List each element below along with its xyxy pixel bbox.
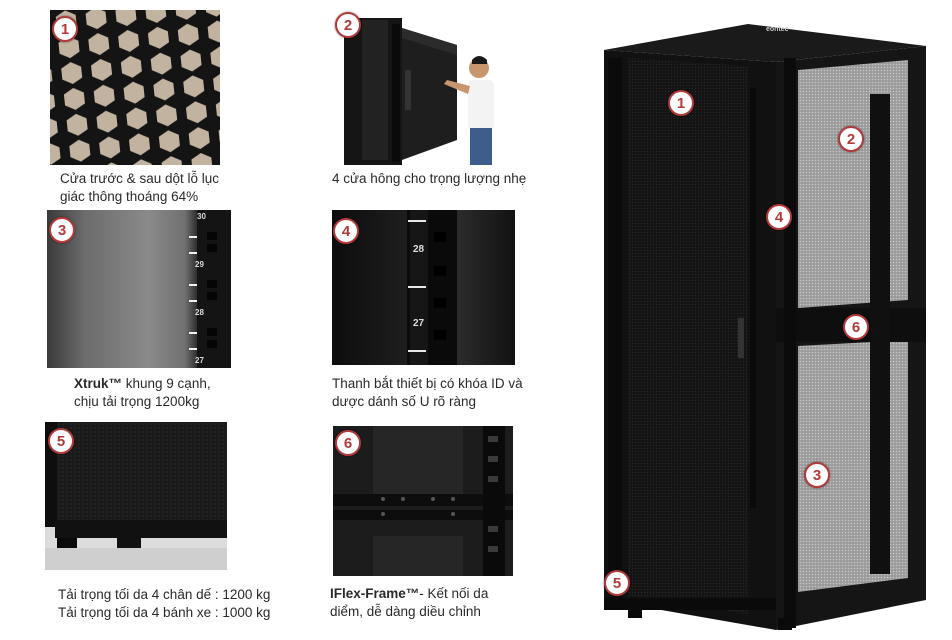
caption-4-line-1: Thanh bắt thiết bị có khóa ID và (332, 376, 523, 391)
brand-logo: eontec (766, 26, 789, 33)
rail-closeup-4 (407, 210, 457, 365)
caption-6: IFlex-Frame™- Kết nối da diểm, dễ dàng d… (330, 585, 488, 621)
cabinet-base-illustration (45, 422, 227, 570)
caption-3-line-2: chịu tải trọng 1200kg (74, 394, 200, 409)
rail-number-28: 28 (195, 308, 204, 317)
rail-number-29: 29 (195, 260, 204, 269)
cabinet-badge-2: 2 (838, 126, 864, 152)
cabinet-badge-1: 1 (668, 90, 694, 116)
server-cabinet-illustration (604, 24, 926, 630)
badge-3: 3 (49, 217, 75, 243)
rail-number-30: 30 (197, 212, 206, 221)
caption-3-rest: khung 9 cạnh, (122, 376, 211, 391)
caption-6-rest: - Kết nối da (419, 586, 489, 601)
side-panel-illustration (344, 18, 494, 165)
hex-mesh-pattern (50, 10, 220, 165)
badge-5: 5 (48, 428, 74, 454)
caption-4: Thanh bắt thiết bị có khóa ID và dược dá… (332, 375, 523, 411)
caption-6-line-2: diểm, dễ dàng diều chỉnh (330, 604, 481, 619)
rail-closeup-3 (189, 210, 231, 368)
cabinet-badge-3: 3 (804, 462, 830, 488)
rail-number-27: 27 (195, 356, 204, 365)
xtruk-frame-photo: 30 29 28 27 (47, 210, 231, 368)
hex-mesh-photo (50, 10, 220, 165)
side-panel-photo (332, 10, 502, 165)
cabinet-badge-5: 5 (604, 570, 630, 596)
caption-5-line-1: Tải trọng tối da 4 chân dế : 1200 kg (58, 587, 271, 602)
caption-1-line-1: Cửa trước & sau dột lỗ lục (60, 171, 219, 186)
casters-photo (45, 422, 227, 570)
iflex-frame-illustration (333, 426, 513, 576)
badge-4: 4 (333, 218, 359, 244)
caption-1-line-2: giác thông thoáng 64% (60, 189, 199, 204)
server-cabinet-photo: eontec (598, 18, 928, 636)
rail-number-27: 27 (413, 318, 425, 329)
caption-5: Tải trọng tối da 4 chân dế : 1200 kg Tải… (58, 586, 270, 622)
caption-4-line-2: dược dánh số U rõ ràng (332, 394, 476, 409)
rail-id-photo: 28 27 (332, 210, 515, 365)
iflex-frame-photo (333, 426, 513, 576)
cabinet-badge-4: 4 (766, 204, 792, 230)
rail-number-28: 28 (413, 244, 425, 255)
badge-2: 2 (335, 12, 361, 38)
caption-3: Xtruk™ khung 9 cạnh, chịu tải trọng 1200… (74, 375, 211, 411)
badge-1: 1 (52, 16, 78, 42)
caption-1: Cửa trước & sau dột lỗ lục giác thông th… (60, 170, 219, 206)
caption-5-line-2: Tải trọng tối da 4 bánh xe : 1000 kg (58, 605, 271, 620)
caption-2: 4 cửa hông cho trọng lượng nhẹ (332, 171, 527, 186)
iflex-brand: IFlex-Frame™ (330, 586, 420, 601)
xtruk-brand: Xtruk™ (74, 376, 123, 391)
cabinet-badge-6: 6 (843, 314, 869, 340)
badge-6: 6 (335, 430, 361, 456)
